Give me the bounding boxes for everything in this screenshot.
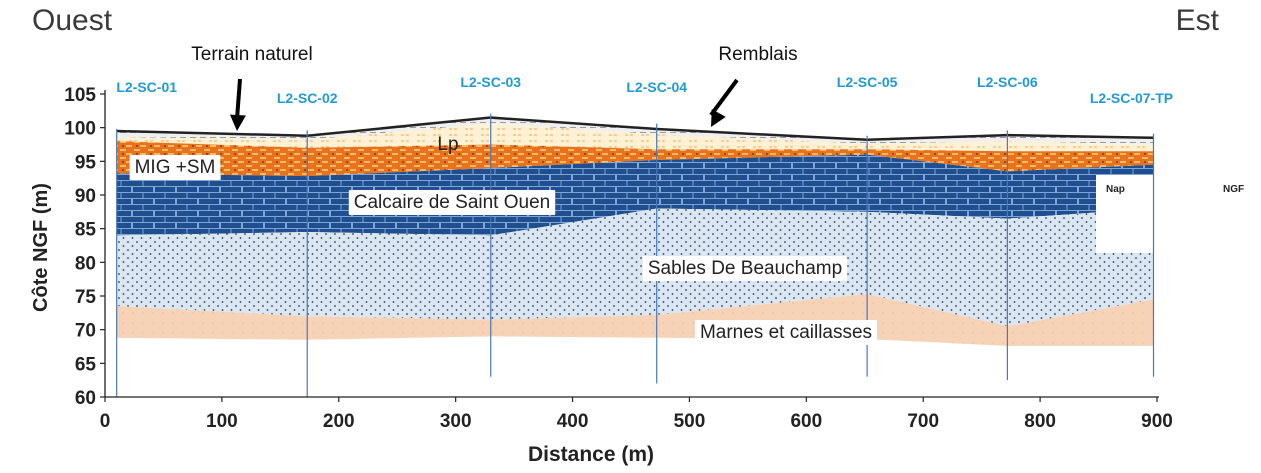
- layer-calcaire-saint-ouen: [116, 154, 1154, 236]
- label-box: [642, 256, 848, 282]
- y-tick-label: 65: [75, 354, 97, 375]
- y-tick-label: 85: [75, 220, 97, 241]
- legend-partial-text: Nap: [1106, 184, 1125, 195]
- layer-lp: [116, 123, 1154, 152]
- label-lp: Lp: [437, 134, 458, 155]
- label-marnes-caillasses: Marnes et caillasses: [694, 320, 878, 346]
- y-tick-label: 105: [64, 85, 96, 106]
- x-tick-label: 100: [206, 411, 238, 432]
- y-tick-label: 60: [75, 388, 96, 409]
- x-tick-label: 600: [790, 411, 822, 432]
- label-text: Marnes et caillasses: [700, 322, 872, 343]
- annotation-text: Terrain naturel: [191, 44, 312, 65]
- west-label: Ouest: [32, 4, 113, 37]
- x-tick-label: 0: [100, 411, 111, 432]
- y-tick-label: 70: [75, 321, 96, 342]
- label-text: Lp: [437, 134, 458, 155]
- label-mig-sm: MIG +SM: [129, 155, 221, 181]
- y-tick-label: 90: [75, 186, 96, 207]
- annotation-text: Remblais: [718, 44, 797, 65]
- label-sables-beauchamp: Sables De Beauchamp: [642, 256, 848, 282]
- layer-sables-beauchamp: [116, 208, 1154, 327]
- annotation-arrow-shaft: [235, 78, 242, 120]
- label-calcaire-saint-ouen: Calcaire de Saint Ouen: [348, 190, 556, 216]
- label-box: [129, 155, 221, 181]
- borehole-label: L2-SC-03: [460, 74, 521, 90]
- label-box: [694, 320, 878, 346]
- annotation-remblais: Remblais: [709, 44, 798, 127]
- east-label: Est: [1175, 4, 1219, 37]
- annotation-arrow-head: [229, 114, 246, 131]
- annotation-arrow-shaft: [709, 78, 739, 117]
- x-tick-label: 900: [1141, 411, 1173, 432]
- x-tick-label: 800: [1024, 411, 1056, 432]
- layer-mig-sm: [116, 141, 1154, 177]
- legend-partial: Nap NGF: [1096, 175, 1261, 253]
- borehole-label: L2-SC-07-TP: [1090, 90, 1173, 106]
- y-tick-label: 80: [75, 253, 96, 274]
- label-text: Sables De Beauchamp: [648, 258, 842, 279]
- annotation-terrain-naturel: Terrain naturel: [191, 44, 313, 131]
- x-tick-label: 200: [323, 411, 355, 432]
- annotation-arrow-head: [711, 109, 726, 127]
- borehole-label: L2-SC-02: [277, 90, 338, 106]
- geological-layers: Nap NGF: [116, 117, 1261, 346]
- borehole-label: L2-SC-05: [837, 74, 898, 90]
- y-tick-label: 75: [75, 287, 97, 308]
- axes: 60 65 70 75 80 85 90 95 100 105 0 100 200 300 400 500 60…: [30, 85, 1173, 466]
- y-axis-title: Côte NGF (m): [30, 183, 52, 312]
- x-tick-label: 400: [557, 411, 589, 432]
- borehole-label: L2-SC-04: [626, 79, 687, 95]
- legend-partial-box: [1096, 175, 1261, 253]
- legend-partial-text-2: NGF: [1223, 184, 1244, 195]
- borehole-label: L2-SC-06: [977, 74, 1038, 90]
- x-tick-label: 500: [674, 411, 706, 432]
- label-box: [348, 190, 556, 216]
- x-tick-label: 300: [440, 411, 472, 432]
- borehole-label: L2-SC-01: [116, 79, 177, 95]
- layer-marnes-caillasses: [116, 293, 1154, 346]
- y-tick-label: 100: [64, 119, 96, 140]
- label-text: MIG +SM: [135, 157, 216, 178]
- layer-remblais: [116, 117, 1154, 145]
- y-tick-label: 95: [75, 152, 97, 173]
- x-tick-label: 700: [907, 411, 939, 432]
- label-text: Calcaire de Saint Ouen: [354, 192, 550, 213]
- x-axis-title: Distance (m): [528, 443, 654, 466]
- annotations: Terrain naturel Remblais: [191, 44, 798, 131]
